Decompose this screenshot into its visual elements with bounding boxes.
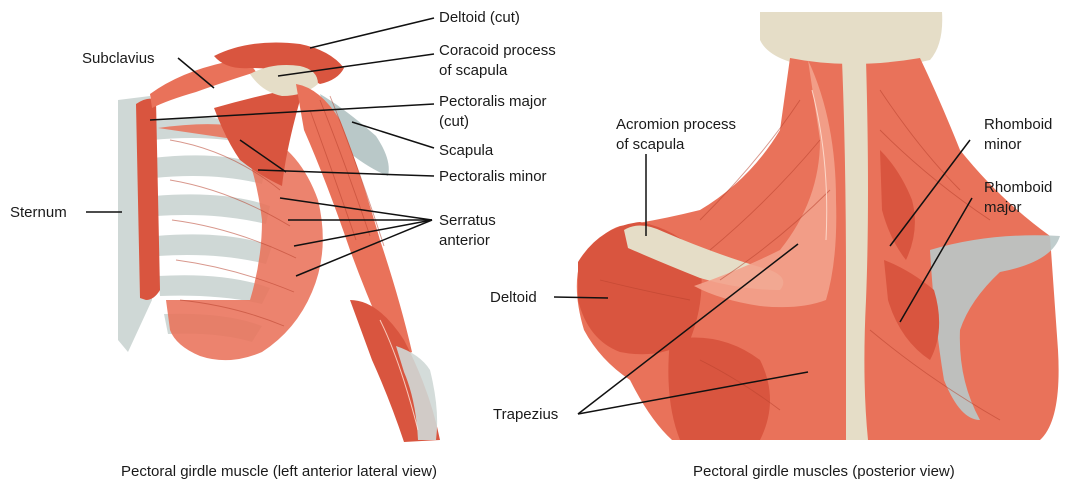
- label-coracoid-line1: Coracoid process: [439, 42, 556, 59]
- caption-left: Pectoral girdle muscle (left anterior la…: [121, 463, 437, 480]
- leader-deltoid-cut: [310, 18, 434, 48]
- label-trapezius: Trapezius: [493, 406, 558, 423]
- label-pec-major-line2: (cut): [439, 113, 469, 130]
- label-acromion-line2: of scapula: [616, 136, 685, 153]
- label-sternum: Sternum: [10, 204, 67, 221]
- label-coracoid-line2: of scapula: [439, 62, 508, 79]
- label-deltoid-cut: Deltoid (cut): [439, 9, 520, 26]
- label-rhomboid-minor-line1: Rhomboid: [984, 116, 1052, 133]
- label-pec-minor: Pectoralis minor: [439, 168, 547, 185]
- label-serratus-line2: anterior: [439, 232, 490, 249]
- label-rhomboid-major-line1: Rhomboid: [984, 179, 1052, 196]
- pectoralis-major-cut-muscle: [136, 99, 160, 300]
- label-rhomboid-minor-line2: minor: [984, 136, 1022, 153]
- right-posterior-illustration: [577, 12, 1060, 440]
- label-acromion-line1: Acromion process: [616, 116, 736, 133]
- caption-right: Pectoral girdle muscles (posterior view): [693, 463, 955, 480]
- label-deltoid: Deltoid: [490, 289, 537, 306]
- left-anterior-lateral-illustration: [118, 43, 440, 443]
- label-serratus-line1: Serratus: [439, 212, 496, 229]
- label-pec-major-line1: Pectoralis major: [439, 93, 547, 110]
- leader-deltoid: [554, 297, 608, 298]
- label-scapula: Scapula: [439, 142, 494, 159]
- label-rhomboid-major-line2: major: [984, 199, 1022, 216]
- label-subclavius: Subclavius: [82, 50, 155, 67]
